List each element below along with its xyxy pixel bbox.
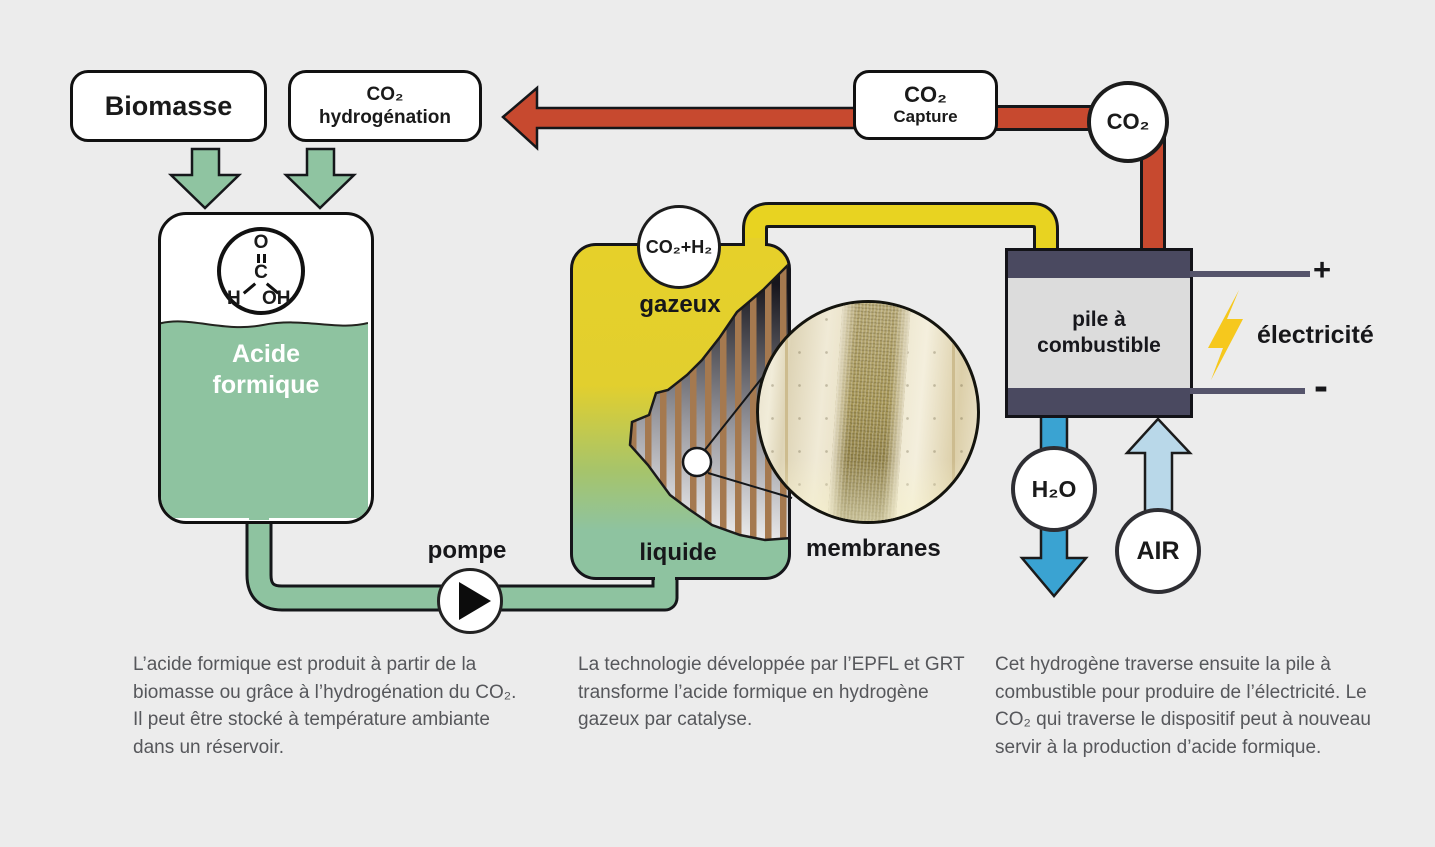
molecule-o: O — [253, 232, 269, 253]
co2-h2-label: CO₂+H₂ — [645, 236, 713, 257]
double-bond-1 — [257, 254, 260, 263]
fuel-cell-line2: combustible — [1037, 334, 1161, 357]
membranes-label: membranes — [806, 535, 941, 562]
double-bond-2 — [263, 254, 266, 263]
yellow-pipe — [745, 205, 1056, 252]
formic-acid-molecule-icon: O C H OH — [217, 227, 305, 315]
pump — [437, 568, 503, 634]
membrane-photo — [756, 300, 980, 524]
plus-terminal-label: + — [1313, 252, 1332, 287]
biomasse-label: Biomasse — [104, 90, 233, 121]
container-gas-joint — [745, 238, 765, 248]
tank-liquid — [161, 319, 368, 518]
co2-capture-line1: CO₂ — [904, 82, 947, 107]
fuel-cell-label: pile à combustible — [1008, 251, 1190, 415]
membrane-photo-glow — [759, 459, 977, 521]
callout-source-circle — [681, 446, 713, 478]
biomasse-down-arrow — [167, 147, 243, 210]
electricite-label: électricité — [1257, 321, 1374, 349]
liquide-label: liquide — [639, 539, 717, 566]
pompe-label: pompe — [427, 537, 507, 564]
paragraph-left: L’acide formique est produit à partir de… — [133, 654, 517, 758]
tank-pipe-joint — [249, 510, 269, 520]
tank-label-line1: Acide — [231, 340, 301, 368]
h2o-label: H₂O — [1031, 475, 1077, 502]
co2-hydrogenation-line1: CO₂ — [366, 84, 404, 105]
paragraph-middle: La technologie développée par l’EPFL et … — [578, 654, 965, 730]
gazeux-label: gazeux — [639, 291, 721, 318]
fuel-cell-bottom-electrode — [1008, 388, 1190, 415]
co2-circle-label: CO₂ — [1106, 109, 1150, 134]
formic-acid-tank: Acide formique — [158, 212, 374, 524]
fuel-cell: pile à combustible — [1005, 248, 1193, 418]
tank-label: Acide formique — [161, 339, 371, 401]
molecule-oh: OH — [262, 288, 291, 309]
co2-capture-box: CO₂ Capture — [853, 70, 998, 140]
container-pipe-joint — [655, 570, 675, 580]
negative-wire — [1190, 388, 1305, 394]
pump-triangle-icon — [459, 582, 491, 620]
membranes-region — [628, 263, 788, 542]
fuel-cell-line1: pile à — [1072, 308, 1126, 331]
molecule-h: H — [227, 288, 241, 309]
reactor-container — [570, 243, 791, 580]
co2-hydrogenation-line2: hydrogénation — [319, 107, 451, 128]
biomasse-box: Biomasse — [70, 70, 267, 142]
air-circle: AIR — [1115, 508, 1201, 594]
fuel-cell-top-electrode — [1008, 251, 1190, 278]
air-label: AIR — [1136, 536, 1180, 565]
molecule-c: C — [254, 262, 268, 283]
positive-wire — [1190, 271, 1310, 277]
lightning-bolt-icon — [1208, 290, 1243, 380]
co2-circle: CO₂ — [1087, 81, 1169, 163]
co2-hydrogenation-box: CO₂ hydrogénation — [288, 70, 482, 142]
membrane-photo-edge-right — [952, 303, 955, 521]
tank-label-line2: formique — [212, 371, 320, 399]
minus-terminal-label: - — [1314, 362, 1328, 409]
hydrogenation-down-arrow — [282, 147, 358, 210]
co2-h2-circle: CO₂+H₂ — [637, 205, 721, 289]
h2o-circle: H₂O — [1011, 446, 1097, 532]
paragraph-right: Cet hydrogène traverse ensuite la pile à… — [995, 654, 1371, 758]
green-pipe — [248, 510, 676, 609]
membrane-photo-edge-left — [785, 303, 788, 521]
co2-capture-line2: Capture — [893, 107, 958, 126]
